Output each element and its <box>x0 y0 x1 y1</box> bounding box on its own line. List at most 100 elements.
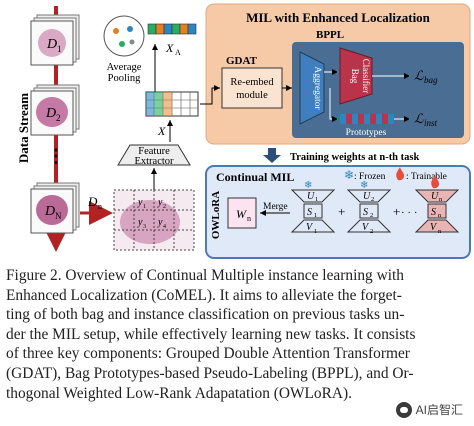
slide-stack-1: D 1 <box>30 14 80 66</box>
snowflake-icon: ❄ <box>360 180 368 191</box>
bppl-panel <box>292 42 464 138</box>
patch-sub: 1 <box>143 204 146 210</box>
average-pooling-icon <box>103 15 145 57</box>
reembed-label-2: module <box>236 90 268 101</box>
bag-classifier-label-2: Classifier <box>361 59 371 94</box>
u-sub: 2 <box>371 196 374 203</box>
caption-line: Figure 2. Overview of Continual Multiple… <box>6 267 404 284</box>
patch-sub: 2 <box>163 204 166 210</box>
flame-icon <box>431 175 439 189</box>
u-sub: n <box>439 196 443 203</box>
u-label: U <box>431 191 439 202</box>
dots: · · · <box>401 207 418 219</box>
caption-line: of three key components: Grouped Double … <box>6 345 410 363</box>
xa-vector <box>147 23 197 35</box>
feature-extractor-label-1: Feature <box>138 146 170 157</box>
slide-label: D <box>44 204 55 219</box>
s-label: S <box>431 207 436 218</box>
bppl-label: BPPL <box>316 29 344 41</box>
slide-stack-n: D N <box>30 182 80 234</box>
bag-classifier-label-1: Bag <box>350 69 360 84</box>
continual-panel <box>205 165 471 259</box>
reembed-label-1: Re-embed <box>230 77 274 88</box>
lora-block-1 <box>290 189 336 233</box>
overview-diagram: Data Stream D 1 D 2 ⋮ D N D n Average <box>16 3 471 259</box>
slide-label: D <box>45 106 56 121</box>
reembed-module <box>221 67 283 109</box>
frozen-label: : Frozen <box>354 172 386 182</box>
x-matrix <box>145 91 199 117</box>
xa-label: X <box>165 41 174 55</box>
transfer-arrow <box>263 148 281 163</box>
watermark-text: AI启智汇 <box>415 403 463 417</box>
slide-sub: N <box>55 211 62 221</box>
feature-extractor-label-2: Extractor <box>134 156 174 167</box>
wechat-logo-icon <box>395 401 412 418</box>
lora-block-n <box>414 189 460 233</box>
u-label: U <box>363 191 371 202</box>
patch-label: y <box>157 197 163 208</box>
patch-sub: 3 <box>143 224 146 230</box>
wn-box <box>227 197 257 229</box>
slide-label: D <box>46 37 57 52</box>
bag-classifier <box>339 47 373 105</box>
slide-sub: 1 <box>57 44 62 54</box>
aggregator <box>299 51 325 125</box>
slide-stack-2: D 2 <box>30 84 80 136</box>
ellipsis: ⋮ <box>47 146 65 166</box>
continual-title: Continual MIL <box>216 170 294 184</box>
snowflake-icon: ❄ <box>304 180 312 191</box>
gdat-label: GDAT <box>226 55 258 67</box>
v-label: V <box>430 222 438 233</box>
dn-label: D <box>87 194 98 209</box>
owlora-label: OWLoRA <box>210 191 222 239</box>
figure-caption: Figure 2. Overview of Continual Multiple… <box>6 266 468 403</box>
loss-inst-symbol: ℒ <box>414 111 424 126</box>
caption-line: der the MIL setup, while effectively lea… <box>6 325 416 343</box>
v-label: V <box>362 222 370 233</box>
s-sub: n <box>438 212 442 219</box>
lora-block-2 <box>346 189 392 233</box>
mil-title: MIL with Enhanced Localization <box>246 10 431 25</box>
patch-label: y <box>137 197 143 208</box>
caption-line: (GDAT), Bag Prototypes-based Pseudo-Labe… <box>6 364 414 382</box>
wn-sub: n <box>247 214 251 223</box>
flame-icon <box>396 167 404 181</box>
patch-label: y <box>157 217 163 228</box>
slide-sub: 2 <box>56 113 61 123</box>
s-label: S <box>307 207 312 218</box>
patch-sub: 4 <box>163 224 166 230</box>
plus-sign: + <box>393 204 400 219</box>
caption-line: thogonal Weighted Low-Rank Adapatation (… <box>6 384 352 402</box>
x-label: X <box>157 124 166 138</box>
loss-bag-sub: bag <box>424 75 438 85</box>
dn-sub: n <box>98 202 102 211</box>
loss-bag-symbol: ℒ <box>414 68 424 83</box>
snowflake-icon: ❄ <box>344 168 354 182</box>
avg-pool-label-2: Pooling <box>108 73 141 84</box>
caption-line: ting of both bag and instance classifica… <box>6 306 405 324</box>
u-sub: 1 <box>315 196 318 203</box>
data-stream-label: Data Stream <box>16 93 31 163</box>
avg-pool-label-1: Average <box>107 62 142 73</box>
u-label: U <box>307 191 315 202</box>
transfer-label: Training weights at n-th task <box>290 152 419 163</box>
v-label: V <box>306 222 314 233</box>
wn-label: W <box>236 207 247 221</box>
v-sub: n <box>438 228 442 235</box>
v-sub: 2 <box>370 228 373 235</box>
patch-label: y <box>137 217 143 228</box>
feature-extractor <box>117 144 191 166</box>
s-label: S <box>363 207 368 218</box>
prototypes <box>340 114 394 124</box>
prototypes-label: Prototypes <box>346 128 387 138</box>
trainable-label: : Trainable <box>406 172 447 182</box>
merge-label: Merge <box>263 202 288 212</box>
s-sub: 2 <box>370 212 373 219</box>
watermark: AI启智汇 <box>392 400 466 419</box>
xa-sub: A <box>175 48 181 57</box>
v-sub: 1 <box>314 228 317 235</box>
aggregator-label: Aggregator <box>312 66 322 110</box>
caption-line: Enhanced Localization (CoMEL). It aims t… <box>6 286 402 304</box>
plus-sign: + <box>338 204 345 219</box>
